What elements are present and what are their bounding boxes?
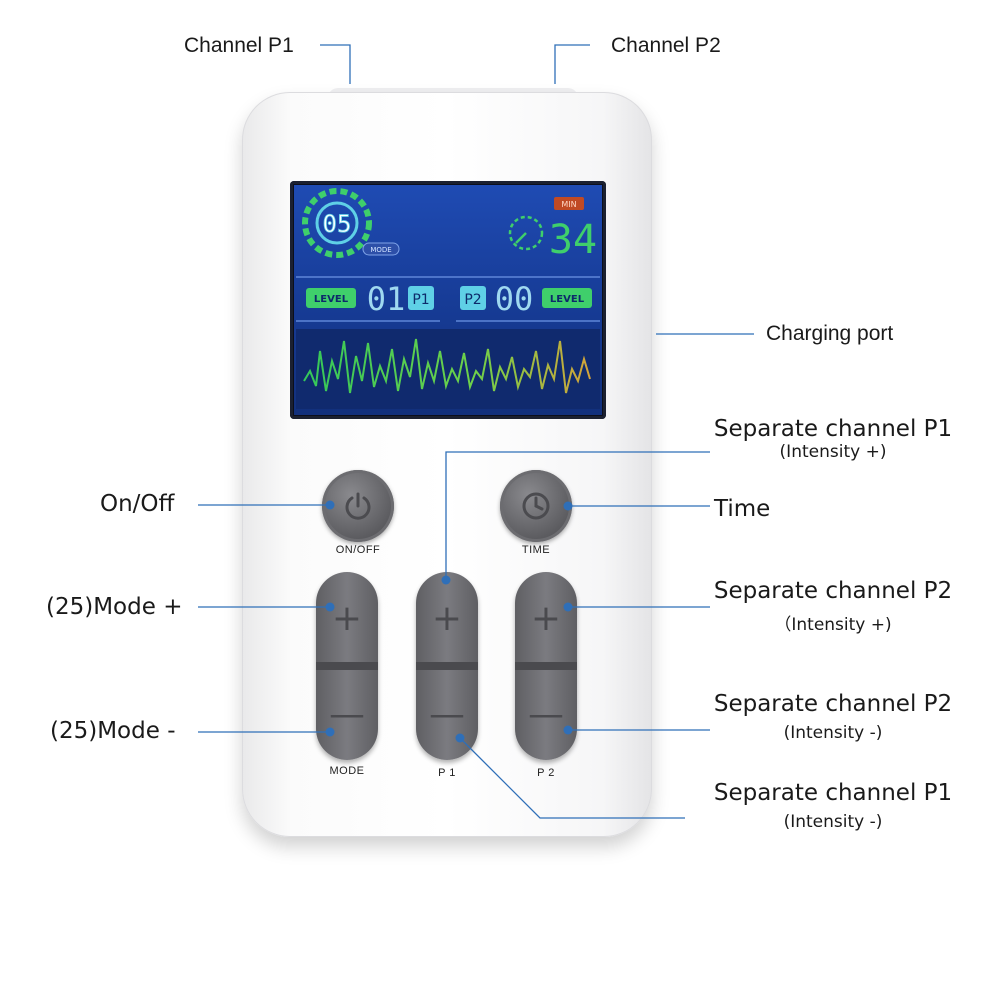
on-off-caption: ON/OFF: [335, 544, 381, 556]
callout-p1-minus: Separate channel P1 (Intensity -): [712, 780, 954, 832]
time-button[interactable]: [500, 470, 572, 542]
p2-button-group: + —: [515, 572, 577, 760]
level-badge-right: [542, 288, 592, 308]
p1-level-value: 01: [367, 280, 406, 318]
p1-caption: P 1: [438, 767, 456, 779]
p1-tag-badge: [408, 286, 434, 310]
mode-dial-icon: [302, 188, 372, 258]
p2-minus-button[interactable]: —: [528, 693, 564, 735]
level-badge-left: [306, 288, 356, 308]
callout-p2-minus-sub: (Intensity -): [783, 723, 883, 743]
p2-tag-badge: [460, 286, 486, 310]
callout-p2-plus-title: Separate channel P2: [713, 578, 953, 604]
mode-caption: MODE: [329, 765, 365, 777]
label-charging-port: Charging port: [766, 322, 894, 345]
callout-p1-plus: Separate channel P1 (Intensity +): [712, 416, 954, 462]
mode-label: MODE: [370, 246, 391, 254]
timer-icon: [508, 215, 544, 251]
callout-p2-plus: Separate channel P2 （Intensity +): [712, 578, 954, 635]
label-channel-p1: Channel P1: [184, 34, 294, 57]
level-label-right: LEVEL: [550, 294, 585, 305]
p1-button-divider: [416, 662, 478, 670]
time-badge: [554, 197, 584, 210]
label-on-off: On/Off: [100, 491, 175, 517]
level-label-left: LEVEL: [314, 294, 349, 305]
lcd-display-graphic: 05 MODE MIN 34 LEVEL 01 P1 P2 00 LEVEL: [294, 185, 602, 415]
callout-p2-minus: Separate channel P2 (Intensity -): [712, 691, 954, 743]
mode-button-group: + —: [316, 572, 378, 760]
mode-label-badge: [362, 242, 400, 256]
p1-button-group: + —: [416, 572, 478, 760]
label-mode-plus: (25)Mode +: [46, 594, 183, 620]
power-icon: [345, 492, 371, 520]
callout-p2-minus-title: Separate channel P2: [713, 691, 953, 717]
callout-p2-plus-sub: （Intensity +): [774, 615, 892, 635]
mode-plus-button[interactable]: +: [331, 597, 363, 639]
label-mode-minus: (25)Mode -: [50, 718, 176, 744]
p1-plus-button[interactable]: +: [431, 597, 463, 639]
time-badge-label: MIN: [561, 200, 576, 209]
p2-tag: P2: [464, 292, 481, 308]
callout-p1-plus-sub: (Intensity +): [779, 442, 887, 462]
wave-panel: [296, 329, 600, 409]
p2-caption: P 2: [537, 767, 555, 779]
callout-p1-plus-title: Separate channel P1: [713, 416, 953, 442]
callout-p1-minus-sub: (Intensity -): [783, 812, 883, 832]
mode-number: 05: [323, 210, 352, 238]
clock-icon: [522, 492, 550, 520]
on-off-button[interactable]: [322, 470, 394, 542]
time-caption: TIME: [521, 544, 551, 556]
mode-button-divider: [316, 662, 378, 670]
label-time: Time: [714, 496, 771, 522]
mode-minus-button[interactable]: —: [329, 693, 365, 735]
time-value: 34: [549, 217, 597, 263]
callout-line-channel-p1: [320, 44, 351, 84]
p1-minus-button[interactable]: —: [429, 693, 465, 735]
lcd-screen: 05 MODE MIN 34 LEVEL 01 P1 P2 00 LEVEL: [290, 181, 606, 419]
p2-plus-button[interactable]: +: [530, 597, 562, 639]
callout-p1-minus-title: Separate channel P1: [713, 780, 953, 806]
p2-button-divider: [515, 662, 577, 670]
waveform-line: [303, 338, 591, 394]
p2-level-value: 00: [495, 280, 534, 318]
label-channel-p2: Channel P2: [611, 34, 721, 57]
p1-tag: P1: [412, 292, 429, 308]
callout-line-channel-p2: [554, 44, 590, 84]
